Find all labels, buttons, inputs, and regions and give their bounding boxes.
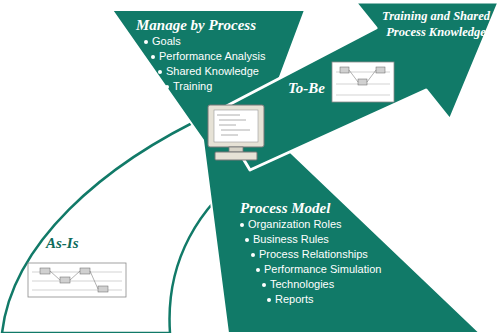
text-region: Training and Shared Process Knowledge — [380, 8, 492, 40]
section-heading: As-Is — [46, 234, 81, 252]
text-region: To-Be — [288, 79, 327, 97]
bullet-item: Technologies — [270, 277, 384, 292]
as-is-screenshot — [28, 263, 126, 297]
bullet-item: Organization Roles — [248, 217, 384, 232]
computer-monitor — [208, 105, 264, 160]
section-heading: Process Model — [240, 199, 384, 217]
bullet-item: Goals — [152, 34, 268, 49]
bullet-item: Reports — [275, 292, 384, 307]
text-region: Manage by ProcessGoalsPerformance Analys… — [136, 16, 268, 94]
bullet-item: Process Relationships — [259, 247, 384, 262]
text-region: As-Is — [46, 234, 81, 252]
text-region: Process ModelOrganization RolesBusiness … — [240, 199, 384, 307]
section-heading: Manage by Process — [136, 16, 268, 34]
bullet-item: Performance Simulation — [264, 262, 384, 277]
bullet-item: Business Rules — [253, 232, 384, 247]
section-heading: To-Be — [288, 79, 327, 97]
to-be-screenshot — [332, 62, 394, 102]
bullet-item: Performance Analysis — [159, 49, 268, 64]
bullet-item: Shared Knowledge — [166, 64, 268, 79]
bullet-item: Training — [173, 79, 268, 94]
section-heading: Training and Shared Process Knowledge — [380, 8, 492, 40]
